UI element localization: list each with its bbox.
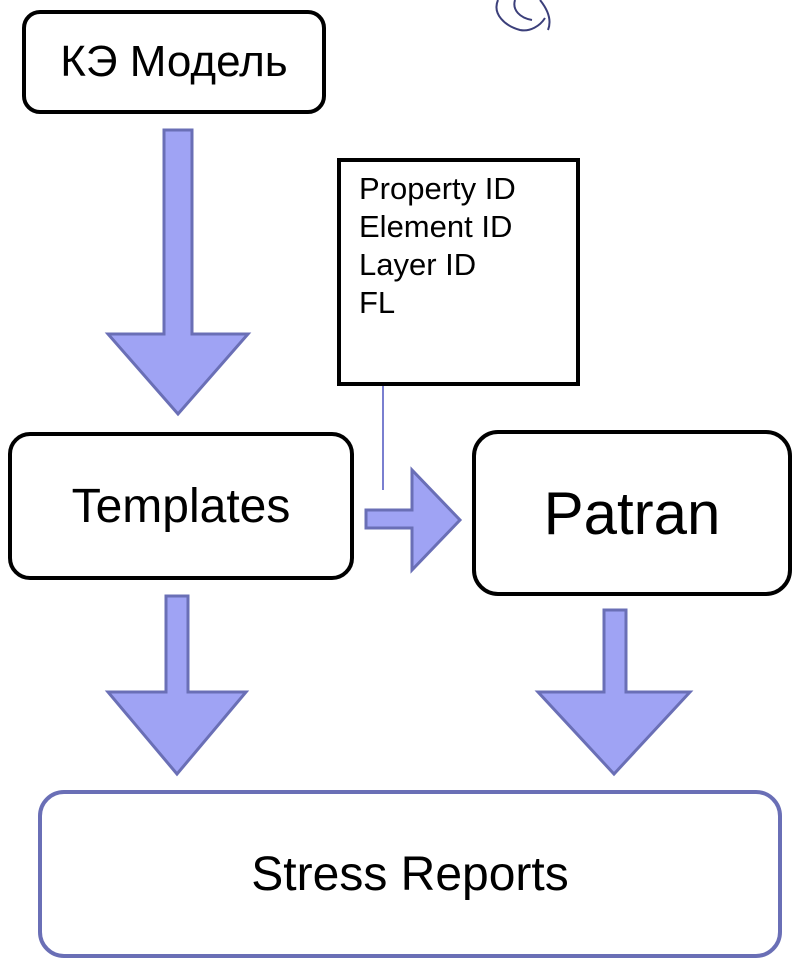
patran-node-label: Patran xyxy=(543,479,721,547)
templates-node-label: Templates xyxy=(71,479,291,533)
ids-note-box: Property ID Element ID Layer ID FL xyxy=(337,158,580,386)
arrow-templates-to-patran xyxy=(364,466,463,574)
note-line-element-id: Element ID xyxy=(359,209,513,244)
arrow-model-to-templates xyxy=(104,128,252,417)
note-line-fl: FL xyxy=(359,285,396,320)
arrow-patran-to-stress xyxy=(534,608,694,777)
stress-reports-node: Stress Reports xyxy=(38,790,782,958)
templates-node: Templates xyxy=(8,432,354,580)
note-line-layer-id: Layer ID xyxy=(359,247,477,282)
logo-fragment xyxy=(495,0,551,32)
model-node-label: КЭ Модель xyxy=(60,37,288,86)
patran-node: Patran xyxy=(472,430,792,596)
stress-reports-node-label: Stress Reports xyxy=(251,847,569,901)
model-node: КЭ Модель xyxy=(22,10,326,114)
arrow-templates-to-stress xyxy=(104,594,250,777)
note-line-property-id: Property ID xyxy=(359,171,516,206)
